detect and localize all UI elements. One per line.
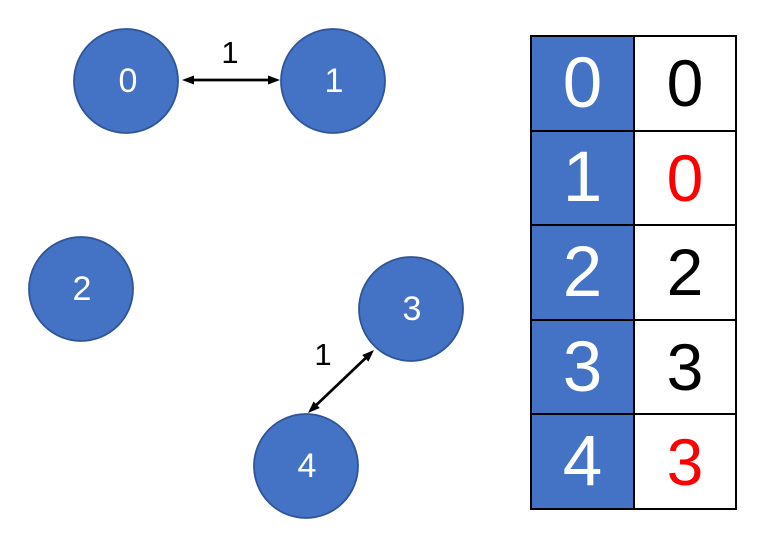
arrowhead-right-icon: [268, 75, 280, 85]
edge-0-1-weight: 1: [221, 35, 238, 70]
table-value-cell-0: 0: [635, 37, 735, 130]
arrowhead-left-icon: [182, 75, 194, 85]
node-0-label: 0: [119, 62, 138, 100]
graph-diagram: 1 1 0 1 2 3 4: [28, 28, 464, 519]
node-3-circle: [358, 256, 464, 362]
edge-3-4: 1: [308, 337, 374, 413]
graph-node-1: 1: [280, 28, 386, 134]
table-value-cell-2: 2: [635, 226, 735, 319]
table-index-cell-2: 2: [532, 226, 633, 319]
table-value-cell-1: 0: [635, 131, 735, 225]
arrowhead-up-icon: [362, 350, 374, 362]
graph-node-3: 3: [358, 256, 464, 362]
edge-3-4-line: [314, 356, 368, 407]
node-4-circle: [253, 413, 359, 519]
table-value-cell-4: 3: [635, 415, 735, 508]
table-index-cell-4: 4: [532, 415, 633, 508]
node-0-circle: [73, 28, 179, 134]
node-3-label: 3: [403, 290, 422, 328]
table-index-cell-0: 0: [532, 37, 633, 130]
graph-node-0: 0: [73, 28, 179, 134]
edge-3-4-weight: 1: [314, 337, 331, 372]
node-2-label: 2: [73, 270, 92, 308]
graph-node-2: 2: [28, 236, 134, 342]
node-4-label: 4: [298, 447, 317, 485]
node-1-label: 1: [325, 62, 344, 100]
graph-node-4: 4: [253, 413, 359, 519]
table-value-cell-3: 3: [635, 320, 735, 414]
edge-0-1: 1: [182, 35, 280, 85]
table-index-cell-1: 1: [532, 131, 633, 225]
parent-array-table: 0 0 1 0 2 2 3 3 4 3: [530, 35, 737, 510]
table-index-cell-3: 3: [532, 320, 633, 414]
arrowhead-down-icon: [308, 401, 320, 413]
node-2-circle: [28, 236, 134, 342]
node-1-circle: [280, 28, 386, 134]
